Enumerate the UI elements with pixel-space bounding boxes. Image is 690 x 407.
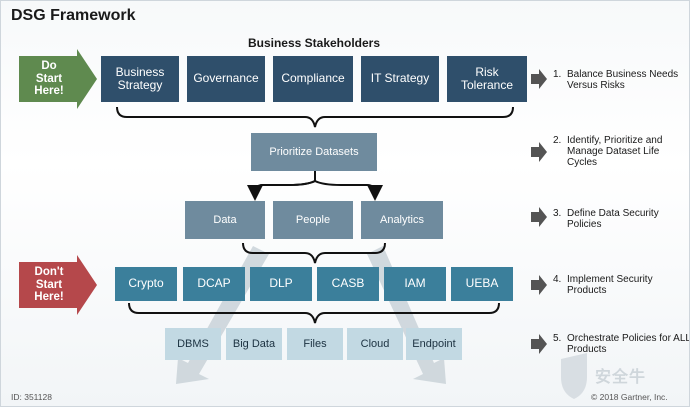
location-cloud-box: Cloud — [347, 328, 403, 360]
prioritize-datasets-box: Prioritize Datasets — [251, 133, 377, 171]
location-endpoint-box: Endpoint — [406, 328, 462, 360]
stakeholder-business-strategy: Business Strategy — [101, 56, 179, 102]
page-title: DSG Framework — [11, 7, 136, 24]
bottom-brace — [128, 302, 500, 324]
product-ueba-box: UEBA — [451, 267, 513, 301]
policy-analytics-box: Analytics — [361, 201, 443, 239]
stakeholders-label: Business Stakeholders — [247, 36, 381, 50]
step-4-number: 4. — [553, 274, 562, 285]
do-start-label: Do Start Here! — [34, 60, 64, 98]
watermark-text: 安全牛 — [595, 369, 647, 386]
middle-brace — [242, 242, 386, 264]
product-dlp-box: DLP — [250, 267, 312, 301]
stakeholder-governance: Governance — [187, 56, 265, 102]
product-casb-box: CASB — [317, 267, 379, 301]
stakeholder-it-strategy: IT Strategy — [361, 56, 439, 102]
dont-start-label: Don't Start Here! — [34, 266, 64, 304]
step-5-number: 5. — [553, 333, 562, 344]
step-2-number: 2. — [553, 135, 562, 146]
policy-data-box: Data — [185, 201, 265, 239]
location-dbms-box: DBMS — [165, 328, 221, 360]
step-2-text: Identify, Prioritize and Manage Dataset … — [567, 135, 663, 168]
step-3-text: Define Data Security Policies — [567, 208, 659, 230]
location-files-box: Files — [287, 328, 343, 360]
location-big-data-box: Big Data — [226, 328, 282, 360]
footer-id: ID: 351128 — [11, 392, 52, 402]
step-5-text: Orchestrate Policies for ALL Products — [567, 333, 690, 355]
product-iam-box: IAM — [384, 267, 446, 301]
step-arrows — [531, 69, 547, 354]
step-4-text: Implement Security Products — [567, 274, 653, 296]
stakeholder-compliance: Compliance — [273, 56, 353, 102]
step-3-number: 3. — [553, 208, 562, 219]
policy-people-box: People — [273, 201, 353, 239]
top-brace — [116, 106, 514, 128]
footer-copyright: © 2018 Gartner, Inc. — [591, 392, 668, 402]
product-dcap-box: DCAP — [183, 267, 245, 301]
step-1-number: 1. — [553, 69, 562, 80]
step-1-text: Balance Business Needs Versus Risks — [567, 69, 679, 91]
stakeholder-risk-tolerance: Risk Tolerance — [447, 56, 527, 102]
product-crypto-box: Crypto — [115, 267, 177, 301]
